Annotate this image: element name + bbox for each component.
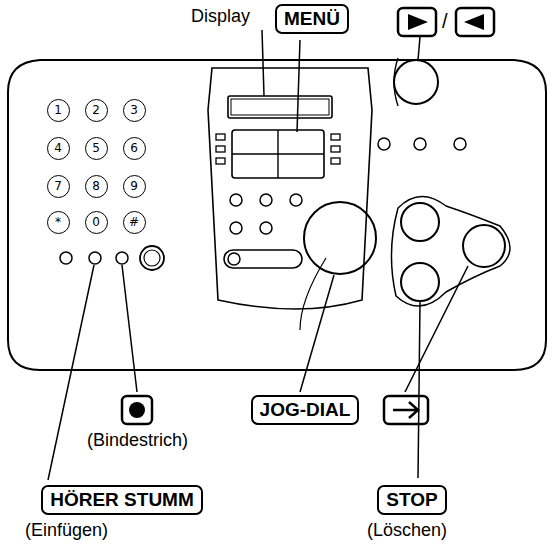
copy-button [463, 225, 505, 267]
key-text: # [129, 215, 139, 229]
start-button [401, 203, 439, 241]
insert-sublabel: (Einfügen) [24, 520, 109, 541]
keypad-key: 3 [123, 99, 146, 122]
key-text: 5 [92, 141, 100, 155]
key-text: 8 [92, 179, 100, 193]
jog-dial [304, 202, 376, 274]
separator: / [441, 10, 449, 33]
dash-key-box [122, 396, 152, 424]
monitor-button [140, 246, 164, 270]
dash-sublabel: (Bindestrich) [86, 430, 189, 451]
key-text: * [55, 215, 61, 229]
slider [224, 250, 302, 268]
keypad-key: 0 [85, 211, 108, 234]
key-text: MENÜ [284, 8, 340, 30]
key-text: JOG-DIAL [260, 399, 351, 421]
keypad-key: 5 [85, 137, 108, 160]
enter-key-box [384, 396, 428, 424]
keypad-key: 2 [85, 99, 108, 122]
control-cluster [391, 196, 510, 306]
indicator-leds [216, 134, 340, 164]
key-label: HÖRER STUMM [41, 485, 203, 515]
panel-housing [8, 60, 546, 370]
slider-knob [228, 253, 240, 265]
key-text: 0 [92, 215, 100, 229]
right-triangle [408, 14, 428, 30]
key-text: HÖRER STUMM [50, 489, 194, 511]
handset-buttons [60, 252, 128, 264]
display-window [228, 96, 332, 118]
key-text: 2 [92, 103, 100, 117]
keypad-key: 1 [47, 99, 70, 122]
key-text: 7 [54, 179, 62, 193]
enter-arrow [393, 402, 418, 418]
stop-button [401, 263, 439, 301]
small-buttons [378, 138, 466, 150]
key-text: 9 [130, 179, 138, 193]
keypad-key: 4 [47, 137, 70, 160]
key-label: JOG-DIAL [251, 395, 360, 425]
keypad-key: 8 [85, 175, 108, 198]
key-text: 4 [54, 141, 62, 155]
arrow-button [394, 60, 438, 104]
grid-line [232, 153, 324, 154]
console-curve [300, 258, 326, 330]
one-touch-grid [232, 130, 324, 178]
key-label: STOP [377, 485, 446, 515]
dash-symbol [129, 402, 145, 418]
display-label: Display [190, 6, 251, 27]
key-label: MENÜ [275, 4, 349, 34]
key-text: 3 [130, 103, 138, 117]
keypad-key: * [47, 211, 70, 234]
console-curve [394, 58, 398, 106]
keypad-key: 6 [123, 137, 146, 160]
right-key-box [398, 8, 436, 36]
keypad-key: 7 [47, 175, 70, 198]
display-screen [231, 99, 329, 115]
delete-sublabel: (Löschen) [366, 520, 448, 541]
key-text: STOP [386, 489, 437, 511]
left-triangle [464, 14, 484, 30]
left-key-box [456, 8, 494, 36]
function-buttons [230, 194, 302, 234]
monitor-button-inner [144, 250, 160, 266]
keypad-key: # [123, 211, 146, 234]
leader-lines [48, 30, 468, 480]
key-text: 1 [54, 103, 62, 117]
keypad-key: 9 [123, 175, 146, 198]
key-text: 6 [130, 141, 138, 155]
